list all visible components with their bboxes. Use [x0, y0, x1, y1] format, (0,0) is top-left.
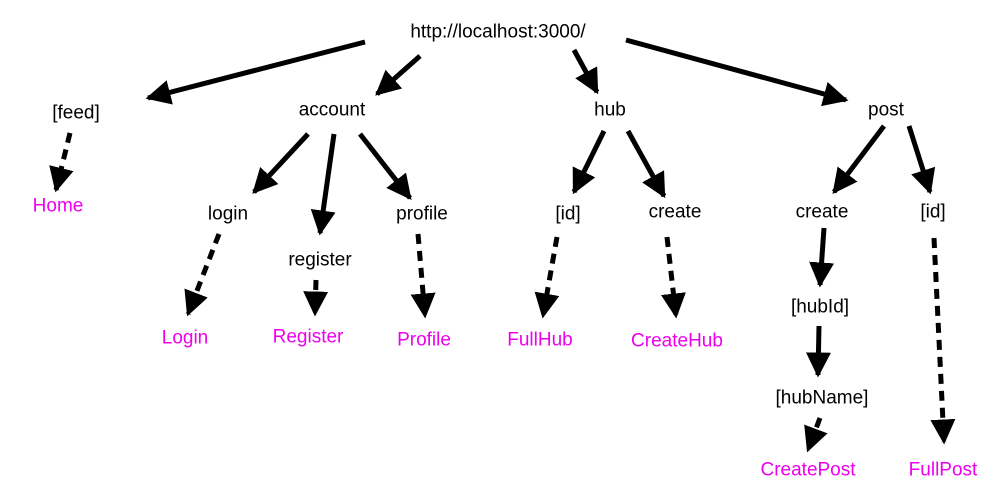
page-createpost: CreatePost — [760, 459, 856, 481]
page-login: Login — [161, 327, 209, 349]
edge-profile-profilepage — [410, 233, 436, 319]
node-hub-id: [id] — [555, 203, 581, 225]
node-feed: [feed] — [52, 102, 100, 124]
page-home: Home — [32, 195, 84, 217]
edge-root-hub — [571, 48, 600, 95]
edge-postcreate-hubid — [809, 227, 835, 288]
edge-hubid-fullhub — [534, 236, 560, 319]
node-hub-create: create — [648, 201, 702, 223]
page-fullpost: FullPost — [908, 459, 978, 481]
edge-hub-create — [625, 129, 667, 199]
node-hubid: [hubId] — [790, 296, 850, 318]
node-account: account — [298, 99, 366, 121]
node-hub: hub — [594, 99, 626, 121]
edge-hubname-createpost — [804, 417, 828, 453]
edge-hubid-hubname — [805, 325, 831, 378]
page-fullhub: FullHub — [507, 329, 573, 351]
edge-root-feed — [145, 39, 366, 105]
node-profile: profile — [396, 203, 448, 225]
node-post: post — [868, 99, 904, 121]
edge-register-registerpage — [303, 279, 329, 317]
node-hubname: [hubName] — [775, 387, 869, 409]
edge-hub-id — [571, 129, 607, 195]
node-root-url: http://localhost:3000/ — [410, 21, 586, 43]
edge-post-create — [832, 124, 886, 194]
edge-postid-fullpost — [930, 237, 956, 445]
node-register: register — [288, 249, 352, 271]
edge-account-login — [252, 132, 310, 194]
node-post-id: [id] — [920, 201, 946, 223]
page-register: Register — [272, 326, 344, 348]
edge-hubcreate-createhub — [661, 236, 686, 319]
edge-feed-home — [49, 132, 74, 193]
edge-account-profile — [358, 132, 412, 200]
page-createhub: CreateHub — [631, 330, 723, 352]
edge-post-id — [906, 125, 936, 195]
node-login: login — [207, 203, 249, 225]
node-post-create: create — [795, 201, 849, 223]
edge-account-register — [310, 133, 337, 236]
edge-root-account — [375, 54, 422, 96]
page-profile: Profile — [397, 329, 451, 351]
edge-login-loginpage — [184, 233, 222, 317]
edge-root-post — [625, 37, 849, 107]
